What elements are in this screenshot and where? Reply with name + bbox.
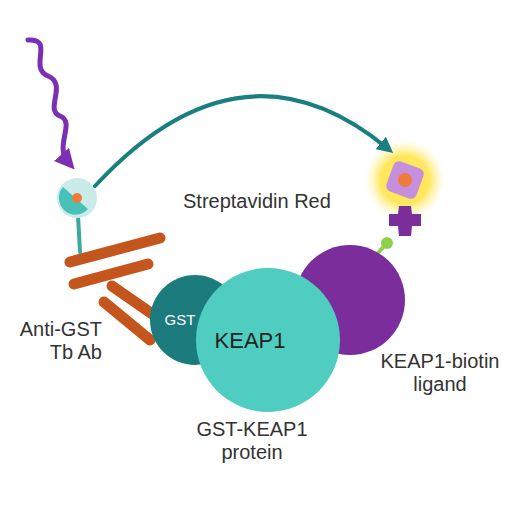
shape-label: KEAP1: [200, 328, 300, 353]
antibody-linker: [78, 216, 80, 252]
energy-transfer-arrow: [95, 96, 387, 186]
acceptor-shape: [365, 140, 445, 250]
donor-halo: [57, 178, 97, 218]
antibody-arm: [70, 238, 160, 262]
node-label: GST: [160, 311, 200, 328]
donor-core: [59, 187, 88, 215]
dye-dot: [398, 173, 412, 187]
antibody-arm: [104, 302, 150, 340]
ligand-body: [295, 245, 405, 355]
keap1-protein: [196, 268, 340, 412]
node-label: GST-KEAP1 protein: [192, 418, 312, 464]
protein-node: KEAP1GST-KEAP1 protein: [196, 268, 340, 412]
node-label: Streptavidin Red: [183, 190, 353, 213]
acceptor-dye: [384, 159, 425, 200]
node-label: KEAP1-biotin ligand: [375, 350, 505, 396]
protein-node: Anti-GST Tb Ab: [57, 178, 97, 218]
biotin-dot: [381, 237, 393, 249]
protein-node: Streptavidin Red: [365, 140, 445, 250]
terbium-dot: [72, 193, 82, 203]
node-label: Anti-GST Tb Ab: [2, 318, 102, 364]
excitation-wave: [28, 40, 68, 162]
streptavidin: [389, 206, 421, 236]
donor-shape: [57, 178, 97, 218]
